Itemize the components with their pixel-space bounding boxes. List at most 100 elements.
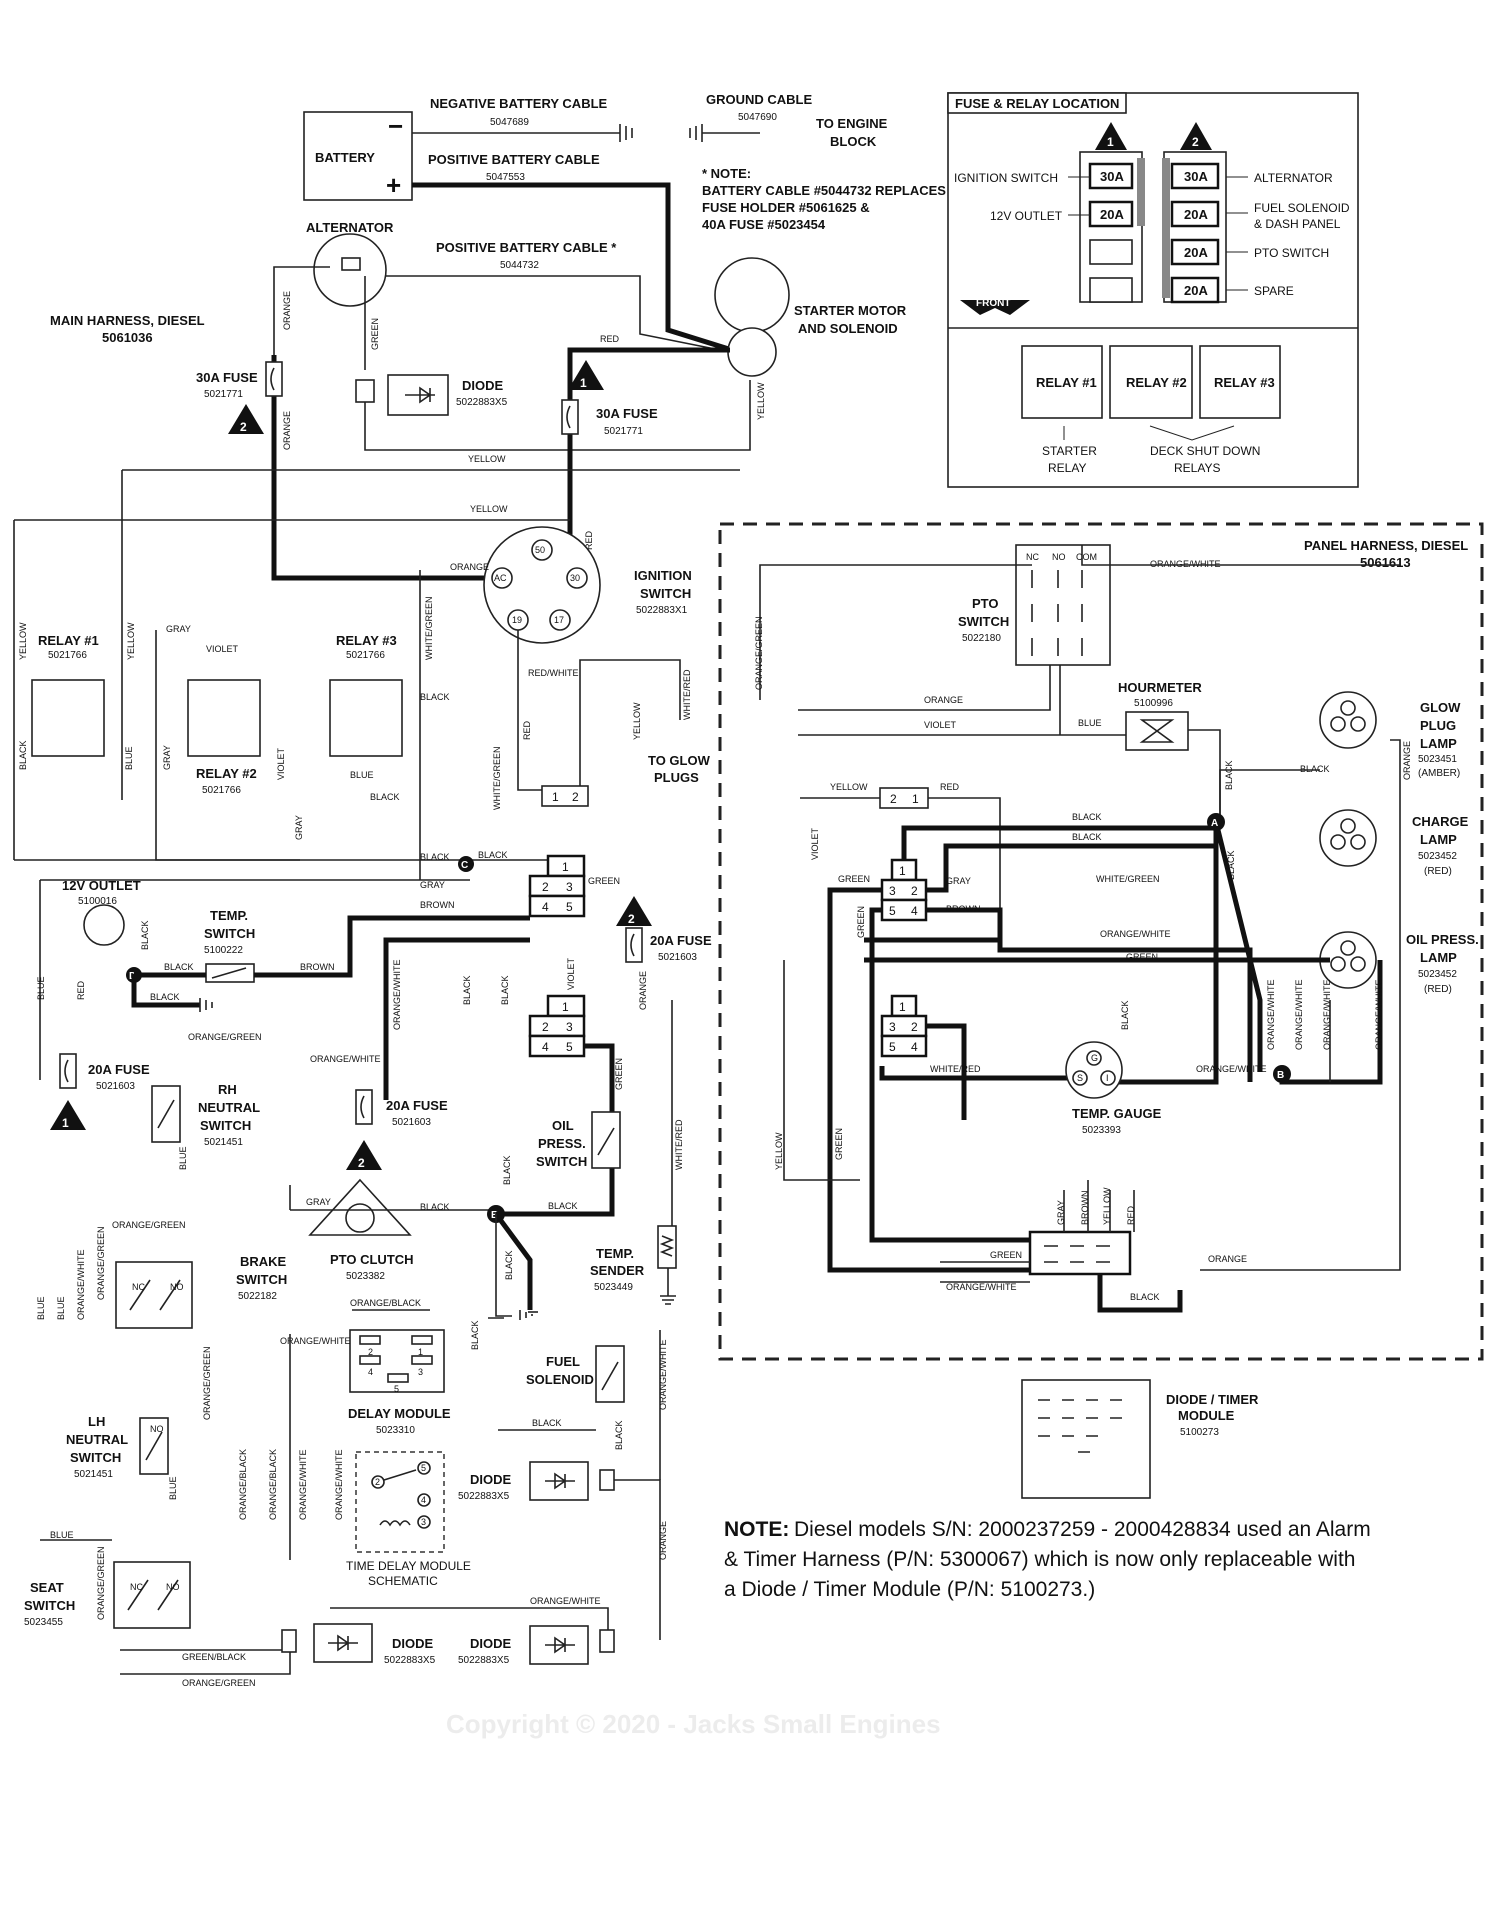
svg-text:4: 4 (542, 1040, 549, 1054)
svg-text:NO: NO (166, 1582, 180, 1592)
svg-text:BLACK: BLACK (420, 852, 450, 862)
oil-press-lamp: OIL PRESS. LAMP 5023452 (RED) (1319, 931, 1479, 995)
marker-2-left: 2 (228, 404, 264, 434)
svg-text:SWITCH: SWITCH (958, 614, 1009, 629)
svg-text:BRAKE: BRAKE (240, 1254, 287, 1269)
svg-text:PRESS.: PRESS. (538, 1136, 586, 1151)
svg-text:SWITCH: SWITCH (24, 1598, 75, 1613)
svg-text:ORANGE/GREEN: ORANGE/GREEN (182, 1678, 256, 1688)
svg-text:(AMBER): (AMBER) (1418, 768, 1460, 779)
svg-text:5023452: 5023452 (1418, 969, 1457, 980)
svg-text:5021771: 5021771 (604, 426, 643, 437)
svg-text:COM: COM (1076, 552, 1097, 562)
svg-text:5022883X5: 5022883X5 (384, 1655, 436, 1666)
svg-text:5: 5 (889, 904, 896, 918)
svg-text:BLACK: BLACK (1130, 1292, 1160, 1302)
12v-outlet: 12V OUTLET 5100016 (62, 878, 141, 946)
svg-text:1: 1 (580, 376, 587, 390)
svg-text:BLUE: BLUE (1078, 718, 1102, 728)
marker-2-mid: 2 (346, 1140, 382, 1170)
svg-text:5022883X5: 5022883X5 (458, 1655, 510, 1666)
svg-text:A: A (1211, 818, 1218, 829)
svg-text:GRAY: GRAY (420, 880, 445, 890)
svg-text:YELLOW: YELLOW (470, 504, 508, 514)
svg-text:2: 2 (375, 1477, 380, 1487)
svg-text:SWITCH: SWITCH (536, 1154, 587, 1169)
svg-text:ORANGE/WHITE: ORANGE/WHITE (946, 1282, 1017, 1292)
svg-text:ORANGE/WHITE: ORANGE/WHITE (1150, 559, 1221, 569)
svg-text:5021603: 5021603 (392, 1117, 431, 1128)
svg-text:5023393: 5023393 (1082, 1125, 1121, 1136)
svg-text:DELAY MODULE: DELAY MODULE (348, 1406, 451, 1421)
svg-text:G: G (1091, 1053, 1098, 1063)
svg-text:YELLOW: YELLOW (632, 702, 642, 740)
svg-text:1: 1 (912, 792, 919, 806)
svg-text:AC: AC (494, 573, 507, 583)
svg-text:5061613: 5061613 (1360, 555, 1411, 570)
svg-text:+: + (386, 170, 401, 200)
svg-text:GREEN/BLACK: GREEN/BLACK (182, 1652, 246, 1662)
svg-text:BLACK: BLACK (18, 740, 28, 770)
brake-switch: NC NO BRAKE SWITCH 5022182 (115, 1254, 287, 1329)
svg-text:4: 4 (542, 900, 549, 914)
svg-text:RH: RH (218, 1082, 237, 1097)
svg-text:SWITCH: SWITCH (70, 1450, 121, 1465)
marker-1-top: 1 (568, 360, 604, 390)
svg-text:ALTERNATOR: ALTERNATOR (1254, 171, 1333, 185)
battery: BATTERY − + (303, 111, 413, 201)
svg-text:5022182: 5022182 (238, 1291, 277, 1302)
svg-text:RELAY #1: RELAY #1 (1036, 375, 1097, 390)
svg-text:BLACK: BLACK (504, 1250, 514, 1280)
svg-text:12V OUTLET: 12V OUTLET (62, 878, 141, 893)
svg-text:STARTER MOTOR: STARTER MOTOR (794, 303, 907, 318)
svg-text:1: 1 (552, 790, 559, 804)
fuse-20a-mid: 20A FUSE (386, 1098, 448, 1113)
svg-text:40A FUSE #5023454: 40A FUSE #5023454 (702, 217, 826, 232)
svg-text:1: 1 (899, 1000, 906, 1014)
svg-text:GREEN: GREEN (370, 318, 380, 350)
svg-text:BLUE: BLUE (36, 976, 46, 1000)
svg-text:50: 50 (535, 545, 545, 555)
svg-text:ORANGE/WHITE: ORANGE/WHITE (280, 1336, 351, 1346)
svg-text:SWITCH: SWITCH (640, 586, 691, 601)
time-delay-schematic: 5 2 4 3 TIME DELAY MODULE SCHEMATIC (346, 1451, 471, 1588)
svg-text:3: 3 (566, 1020, 573, 1034)
svg-text:BLACK: BLACK (420, 692, 450, 702)
svg-text:AND SOLENOID: AND SOLENOID (798, 321, 898, 336)
neg-cable-pn: 5047689 (490, 117, 529, 128)
svg-text:WHITE/RED: WHITE/RED (674, 1119, 684, 1170)
svg-text:LAMP: LAMP (1420, 832, 1457, 847)
svg-text:DIODE: DIODE (470, 1636, 512, 1651)
svg-text:2: 2 (628, 912, 635, 926)
svg-text:S: S (1077, 1073, 1083, 1083)
svg-text:5100016: 5100016 (78, 896, 117, 907)
pto-switch: NC NO COM PTO SWITCH 5022180 (958, 544, 1111, 666)
svg-text:BLACK: BLACK (1072, 832, 1102, 842)
svg-text:NC: NC (1026, 552, 1039, 562)
neg-cable-title: NEGATIVE BATTERY CABLE (430, 96, 608, 111)
svg-text:GRAY: GRAY (294, 815, 304, 840)
svg-text:DIODE: DIODE (392, 1636, 434, 1651)
svg-text:FRONT: FRONT (976, 298, 1010, 309)
connector-upper: 1 2 3 4 5 (528, 854, 586, 918)
svg-text:ORANGE/GREEN: ORANGE/GREEN (96, 1226, 106, 1300)
fuse-relay-location: FUSE & RELAY LOCATION 1 2 30A 20A 30A 20… (947, 92, 1359, 488)
fuel-solenoid: FUEL SOLENOID (526, 1345, 625, 1403)
svg-text:BROWN: BROWN (300, 962, 335, 972)
relay-3: RELAY #3 5021766 (329, 633, 403, 757)
svg-text:5: 5 (566, 900, 573, 914)
svg-text:BROWN: BROWN (1080, 1191, 1090, 1226)
svg-text:NO: NO (170, 1282, 184, 1292)
svg-text:1: 1 (562, 860, 569, 874)
svg-text:GRAY: GRAY (162, 745, 172, 770)
svg-text:VIOLET: VIOLET (276, 747, 286, 780)
svg-text:4: 4 (911, 904, 918, 918)
svg-text:2: 2 (911, 884, 918, 898)
svg-text:ORANGE: ORANGE (1208, 1254, 1247, 1264)
svg-text:2: 2 (368, 1347, 373, 1357)
relay-1: RELAY #1 5021766 (31, 633, 105, 757)
svg-text:ORANGE: ORANGE (282, 291, 292, 330)
svg-text:SEAT: SEAT (30, 1580, 64, 1595)
svg-text:ORANGE/WHITE: ORANGE/WHITE (298, 1449, 308, 1520)
svg-text:ALTERNATOR: ALTERNATOR (306, 220, 394, 235)
